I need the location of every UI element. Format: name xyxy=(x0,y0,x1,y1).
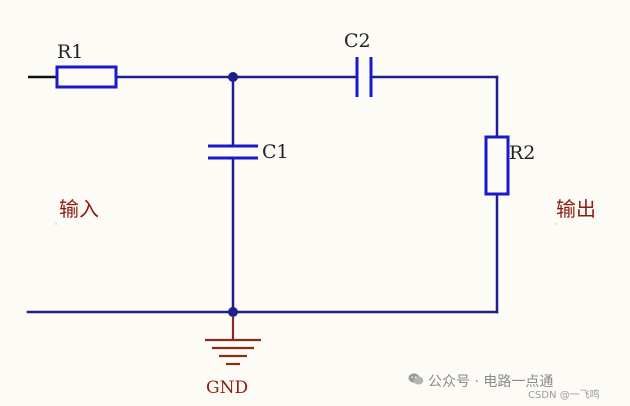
junction-bottom xyxy=(228,307,238,317)
watermark-csdn: CSDN @一飞鸣 xyxy=(528,390,600,401)
capacitor-c2 xyxy=(355,57,373,97)
label-gnd: GND xyxy=(206,378,248,398)
grid-dots xyxy=(54,222,558,226)
label-c2: C2 xyxy=(344,30,371,52)
label-r1: R1 xyxy=(57,41,83,63)
resistor-r1 xyxy=(55,65,118,89)
wechat-icon xyxy=(408,373,424,385)
watermark-account: 公众号 · 电路一点通 xyxy=(428,374,554,390)
label-r2: R2 xyxy=(509,142,535,164)
label-c1: C1 xyxy=(262,141,289,163)
ground-symbol xyxy=(205,317,261,366)
label-input: 输入 xyxy=(59,197,99,221)
label-output: 输出 xyxy=(556,197,596,221)
capacitor-c1 xyxy=(208,144,258,160)
junction-top xyxy=(228,72,238,82)
resistor-r2 xyxy=(484,135,510,196)
